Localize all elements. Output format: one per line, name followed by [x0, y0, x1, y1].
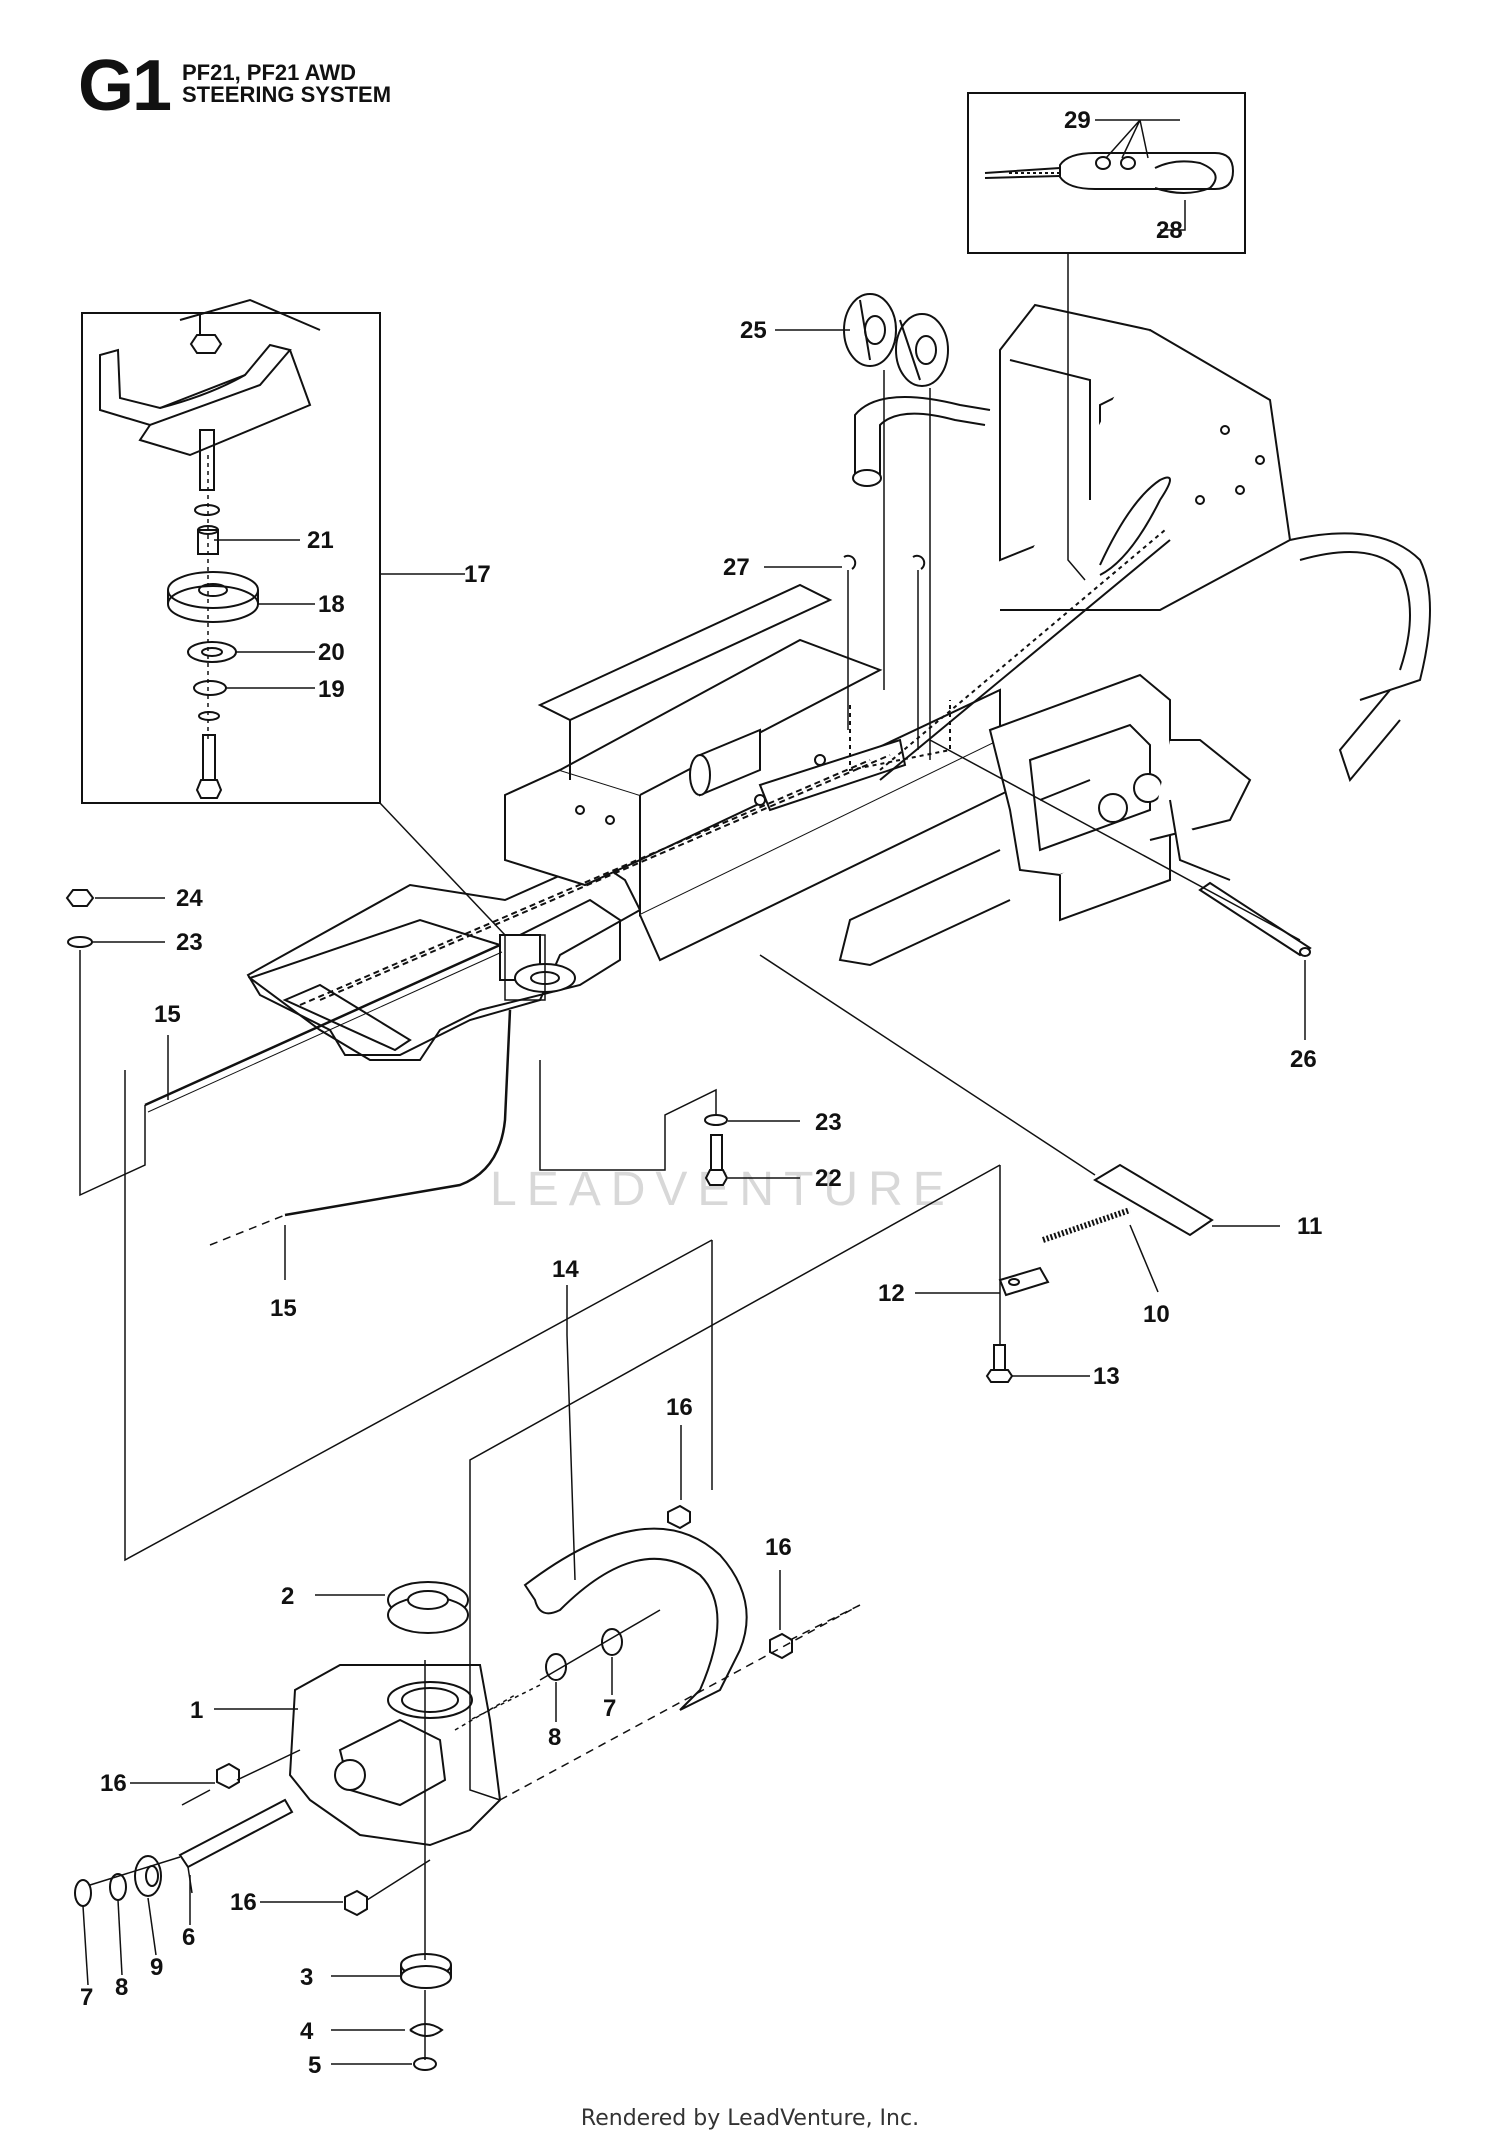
idler-pulleys	[843, 293, 949, 387]
callout-27: 27	[723, 554, 750, 581]
callout-5: 5	[308, 2052, 321, 2079]
callout-20: 20	[318, 639, 345, 666]
callout-13: 13	[1093, 1363, 1120, 1390]
callout-16-left: 16	[100, 1770, 127, 1797]
spring-linkage	[985, 1163, 1214, 1383]
callout-12: 12	[878, 1280, 905, 1307]
callout-26: 26	[1290, 1046, 1317, 1073]
render-credit: Rendered by LeadVenture, Inc.	[580, 2106, 920, 2131]
callout-24: 24	[176, 885, 203, 912]
callout-6: 6	[182, 1924, 195, 1951]
callout-labels: 29 28 25 27 21 17 18 20 19 24 23 15 26 2…	[80, 107, 1322, 2079]
callout-3: 3	[300, 1964, 313, 1991]
retaining-clips	[843, 554, 926, 570]
callout-16-bottom: 16	[230, 1889, 257, 1916]
callout-21: 21	[307, 527, 334, 554]
callout-17: 17	[464, 561, 491, 588]
chassis-frame	[246, 303, 1431, 1061]
callout-15-lower: 15	[270, 1295, 297, 1322]
callout-25: 25	[740, 317, 767, 344]
callout-leaders	[82, 119, 1306, 2065]
callout-14: 14	[552, 1256, 579, 1283]
callout-16-right: 16	[765, 1534, 792, 1561]
steering-cables	[144, 943, 512, 1246]
callout-15-upper: 15	[154, 1001, 181, 1028]
callout-11: 11	[1297, 1213, 1322, 1240]
callout-10: 10	[1143, 1301, 1170, 1328]
callout-7-lower: 7	[80, 1984, 93, 2011]
lower-steering-assembly	[74, 1504, 793, 2071]
cable-clamp-detail	[967, 92, 1246, 254]
steering-rod	[1198, 881, 1312, 957]
callout-8-lower: 8	[115, 1974, 128, 2001]
callout-16-top: 16	[666, 1394, 693, 1421]
callout-23-lower: 23	[815, 1109, 842, 1136]
callout-28: 28	[1156, 217, 1183, 244]
callout-29: 29	[1064, 107, 1091, 134]
callout-1: 1	[190, 1697, 203, 1724]
model-subtitle: PF21, PF21 AWD	[182, 60, 357, 85]
assembly-lines	[79, 253, 1301, 2060]
callout-4: 4	[300, 2018, 314, 2045]
callout-18: 18	[318, 591, 345, 618]
callout-9: 9	[150, 1954, 163, 1981]
callout-23-upper: 23	[176, 929, 203, 956]
small-hardware	[65, 889, 729, 1186]
callout-7-upper: 7	[603, 1695, 616, 1722]
section-subtitle: STEERING SYSTEM	[182, 82, 392, 107]
pulley-stack-detail	[81, 298, 381, 804]
callout-22: 22	[815, 1165, 842, 1192]
callout-8-upper: 8	[548, 1724, 561, 1751]
callout-19: 19	[318, 676, 345, 703]
callout-2: 2	[281, 1583, 294, 1610]
page-title-code: G1	[78, 46, 172, 126]
